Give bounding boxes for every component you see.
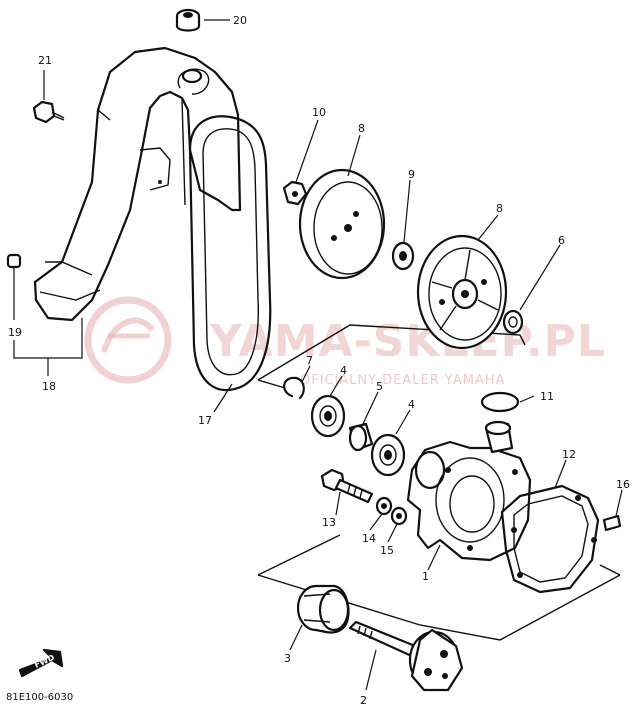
nut-small: [390, 506, 408, 526]
watermark-title: YAMA-SKLEP.PL: [209, 316, 606, 367]
callout-17: 17: [198, 414, 212, 427]
pulley-hub: [296, 584, 350, 634]
callout-6: 6: [558, 234, 565, 247]
callout-9: 9: [408, 168, 415, 181]
pulley-half-front: [298, 168, 386, 280]
belt-cover: [33, 46, 242, 322]
o-ring: [480, 391, 520, 413]
watermark-subtitle: OFICJALNY DEALER YAMAHA: [300, 373, 506, 388]
callout-20: 20: [233, 14, 247, 27]
circlip: [283, 376, 305, 400]
collar: [502, 309, 524, 335]
callout-1: 1: [422, 570, 429, 583]
bolt: [320, 468, 374, 504]
pulley-half-rear: [416, 234, 508, 350]
callout-14: 14: [362, 532, 376, 545]
callout-19: 19: [8, 326, 22, 339]
impeller-shaft: [348, 620, 464, 692]
callout-3: 3: [284, 652, 291, 665]
callout-8b: 8: [496, 202, 503, 215]
gasket: [500, 484, 600, 594]
nut: [282, 180, 308, 206]
spacer: [348, 422, 374, 452]
callout-4a: 4: [340, 364, 347, 377]
callout-2: 2: [360, 694, 367, 707]
callout-labels: 20 21 19 18 10 8 9 8 6 11 7 4 5 4 12 16 …: [8, 14, 630, 707]
bearing-upper: [310, 394, 346, 438]
callout-12: 12: [562, 448, 576, 461]
callout-10: 10: [312, 106, 326, 119]
pump-housing: [406, 420, 532, 562]
callout-13: 13: [322, 516, 336, 529]
grommet: [175, 8, 201, 32]
fwd-label: FWD: [33, 653, 56, 670]
dowel-pin: [602, 514, 622, 532]
callout-11: 11: [540, 390, 554, 403]
washer: [391, 241, 415, 271]
callout-4b: 4: [408, 398, 415, 411]
callout-16: 16: [616, 478, 630, 491]
callout-15: 15: [380, 544, 394, 557]
watermark: YAMA-SKLEP.PL OFICJALNY DEALER YAMAHA: [84, 296, 606, 388]
diagram-code: 81E100-6030: [6, 692, 73, 703]
fwd-arrow: FWD: [18, 648, 64, 678]
damper: [6, 253, 22, 269]
callout-8a: 8: [358, 122, 365, 135]
callout-7: 7: [306, 354, 313, 367]
callout-5: 5: [376, 380, 383, 393]
callout-21: 21: [38, 54, 52, 67]
cover-bolt: [32, 100, 65, 124]
callout-18: 18: [42, 380, 56, 393]
bearing-lower: [370, 433, 406, 477]
v-belt: [188, 115, 272, 392]
leader-lines: [13, 19, 623, 691]
washer-small: [375, 496, 393, 516]
